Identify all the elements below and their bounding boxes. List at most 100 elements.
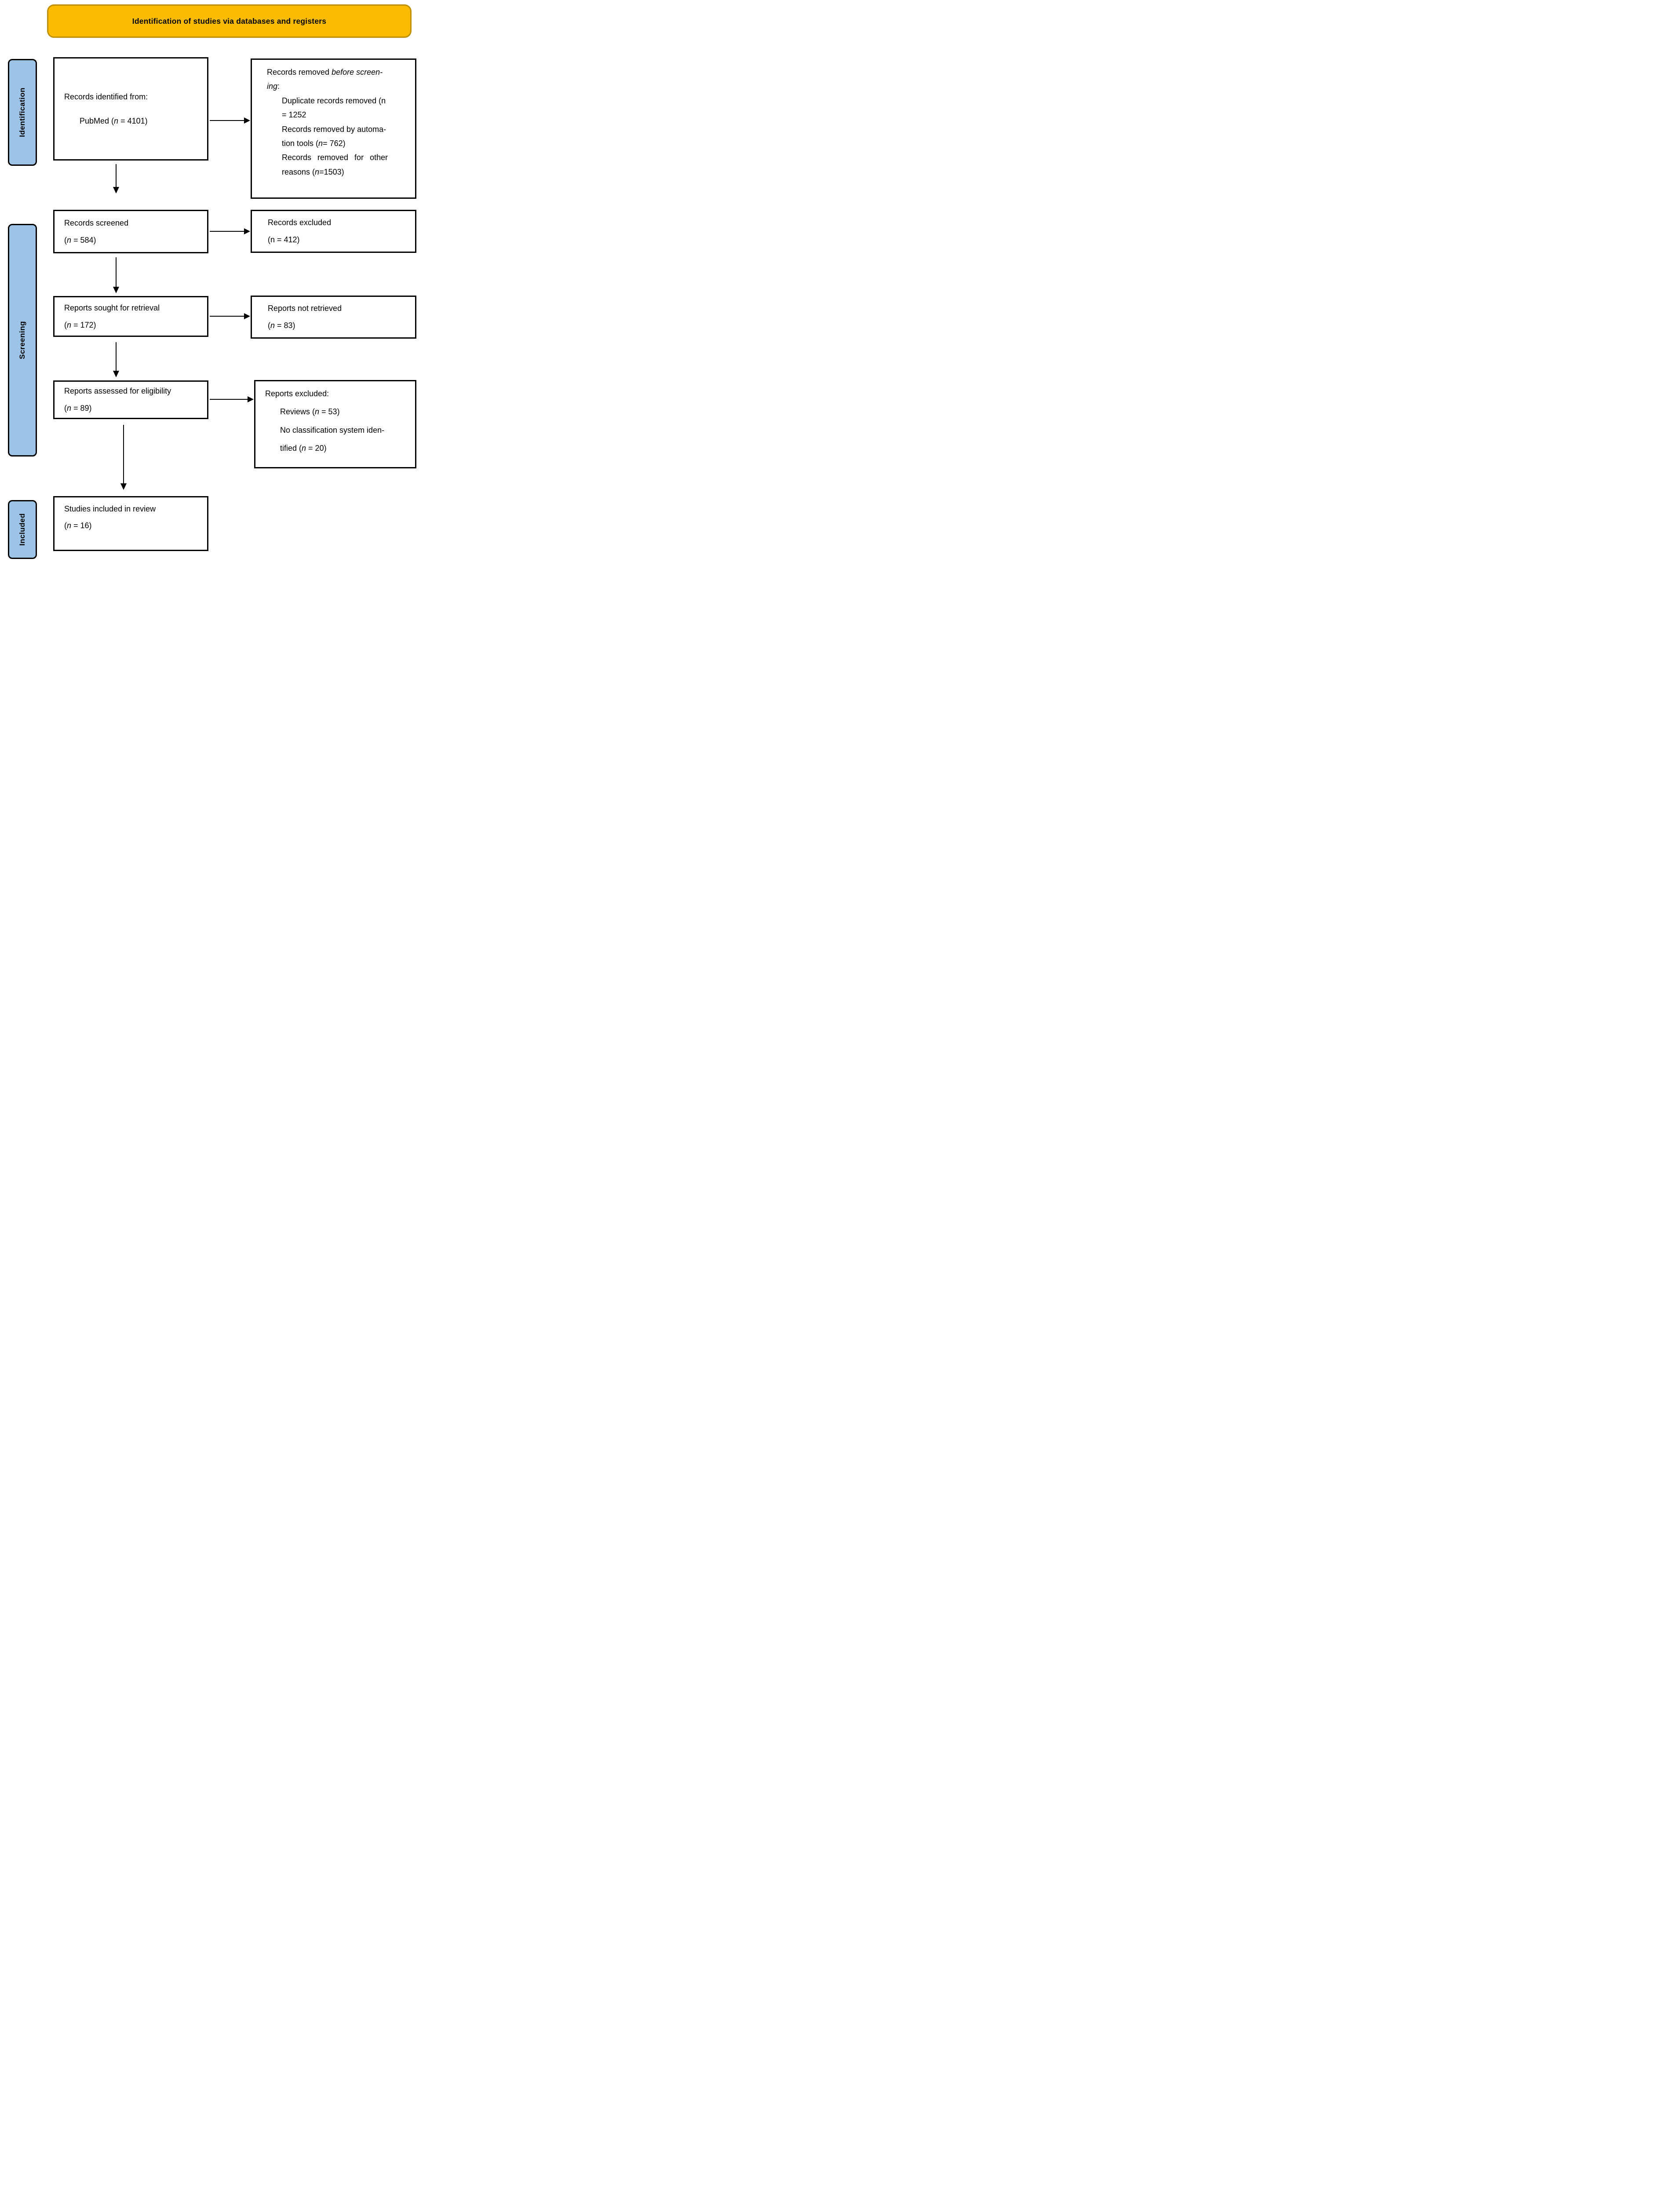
records-excluded-line2: (n = 412): [268, 231, 410, 248]
records-identified-source: PubMed (: [80, 116, 114, 125]
other-reasons-n: n: [315, 167, 320, 176]
other-reasons-line1: Records removed for other: [267, 150, 411, 164]
records-excluded-line1: Records excluded: [268, 214, 410, 231]
arrow-screened-to-excluded: [210, 228, 250, 234]
records-removed-line2: ing:: [267, 79, 411, 93]
records-screened-line1: Records screened: [64, 215, 202, 232]
reports-excluded-line1: Reports excluded:: [265, 385, 411, 403]
reports-sought-text: Reports sought for retrieval: [64, 303, 160, 312]
records-identified-line2: PubMed (n = 4101): [64, 113, 202, 130]
records-identified-text: Records identified from:: [64, 92, 148, 101]
reports-not-retrieved-pre: (: [268, 321, 270, 330]
banner-title: Identification of studies via databases …: [132, 16, 327, 26]
reports-excluded-reviews: Reviews (n = 53): [265, 403, 411, 421]
records-screened-text: Records screened: [64, 218, 129, 227]
arrow-identified-to-screened: [113, 164, 119, 194]
duplicate-records-count: = 1252: [282, 110, 306, 120]
box-studies-included: Studies included in review (n = 16): [53, 496, 208, 551]
studies-included-line2: (n = 16): [64, 518, 202, 534]
no-classification-count: = 20): [306, 444, 327, 453]
studies-included-n: n: [67, 521, 72, 530]
reports-assessed-line1: Reports assessed for eligibility: [64, 383, 202, 400]
other-reasons-pre: reasons (: [282, 167, 315, 176]
stage-screening: Screening: [8, 224, 37, 457]
other-reasons-count: =1503): [319, 167, 344, 176]
arrow-head: [113, 371, 119, 377]
arrow-head: [244, 313, 250, 319]
records-screened-count: = 584): [71, 235, 96, 245]
stage-identification-label: Identification: [18, 88, 26, 137]
automation-tools-pre: tion tools (: [282, 139, 319, 148]
box-reports-excluded: Reports excluded: Reviews (n = 53) No cl…: [254, 380, 416, 468]
reports-assessed-count: = 89): [71, 404, 92, 413]
arrow-sought-to-assessed: [113, 342, 119, 377]
arrow-sought-to-not-retrieved: [210, 313, 250, 319]
reports-not-retrieved-n: n: [270, 321, 275, 330]
arrow-line: [210, 316, 244, 317]
records-identified-count: = 4101): [118, 116, 148, 125]
no-classification-line1: No classification system iden-: [265, 421, 411, 439]
automation-tools-line1: Records removed by automa-: [267, 122, 411, 136]
records-screened-n: n: [67, 235, 72, 245]
automation-tools-text: Records removed by automa-: [282, 124, 386, 134]
arrow-identified-to-removed: [210, 117, 250, 124]
reviews-n: n: [315, 407, 320, 416]
records-identified-line1: Records identified from:: [64, 88, 202, 106]
automation-tools-line2: tion tools (n= 762): [267, 136, 411, 150]
box-records-excluded: Records excluded (n = 412): [251, 210, 416, 253]
automation-tools-count: = 762): [323, 139, 346, 148]
box-records-removed-before-screening: Records removed before screen- ing: Dupl…: [251, 58, 416, 199]
reports-not-retrieved-count: = 83): [275, 321, 295, 330]
box-reports-sought: Reports sought for retrieval (n = 172): [53, 296, 208, 337]
no-classification-n: n: [302, 444, 306, 453]
box-reports-assessed: Reports assessed for eligibility (n = 89…: [53, 380, 208, 419]
no-classification-pre: tified (: [280, 444, 302, 453]
studies-included-pre: (: [64, 521, 67, 530]
reports-assessed-line2: (n = 89): [64, 400, 202, 417]
arrow-assessed-to-included: [120, 425, 127, 490]
studies-included-count: = 16): [71, 521, 92, 530]
studies-included-line1: Studies included in review: [64, 501, 202, 518]
duplicate-records-text: Duplicate records removed (n: [282, 96, 386, 105]
reports-assessed-n: n: [67, 404, 72, 413]
other-reasons-line2: reasons (n=1503): [267, 165, 411, 179]
reports-assessed-pre: (: [64, 404, 67, 413]
stage-identification: Identification: [8, 59, 37, 166]
arrow-line: [210, 120, 244, 121]
arrow-head: [244, 117, 250, 124]
records-screened-line2: (n = 584): [64, 232, 202, 249]
arrow-assessed-to-reports-excluded: [210, 396, 254, 402]
duplicate-records-line2: = 1252: [267, 108, 411, 122]
arrow-line: [116, 257, 117, 287]
records-removed-italic1: before screen-: [332, 68, 383, 77]
records-screened-pre: (: [64, 235, 67, 245]
arrow-line: [123, 425, 124, 484]
reports-sought-line1: Reports sought for retrieval: [64, 300, 202, 317]
arrow-head: [113, 287, 119, 293]
box-records-identified: Records identified from: PubMed (n = 410…: [53, 57, 208, 161]
studies-included-text: Studies included in review: [64, 504, 156, 513]
reviews-pre: Reviews (: [280, 407, 315, 416]
other-reasons-text: Records removed for other: [282, 153, 388, 162]
arrow-line: [116, 164, 117, 187]
stage-included-label: Included: [18, 513, 26, 546]
arrow-line: [210, 399, 248, 400]
reports-sought-line2: (n = 172): [64, 317, 202, 334]
reports-not-retrieved-text: Reports not retrieved: [268, 304, 342, 313]
no-classification-line2: tified (n = 20): [265, 439, 411, 457]
reports-not-retrieved-line2: (n = 83): [268, 317, 410, 334]
records-removed-line1: Records removed before screen-: [267, 65, 411, 79]
records-removed-colon: :: [277, 82, 280, 91]
automation-tools-n: n: [318, 139, 323, 148]
records-removed-text: Records removed: [267, 68, 332, 77]
arrow-screened-to-sought: [113, 257, 119, 293]
arrow-head: [120, 483, 127, 490]
prisma-flow-diagram: Identification of studies via databases …: [0, 0, 420, 562]
stage-screening-label: Screening: [18, 321, 26, 359]
reports-sought-count: = 172): [71, 320, 96, 329]
box-records-screened: Records screened (n = 584): [53, 210, 208, 253]
reports-excluded-text: Reports excluded:: [265, 389, 329, 398]
box-reports-not-retrieved: Reports not retrieved (n = 83): [251, 296, 416, 339]
arrow-line: [116, 342, 117, 371]
arrow-head: [113, 187, 119, 194]
